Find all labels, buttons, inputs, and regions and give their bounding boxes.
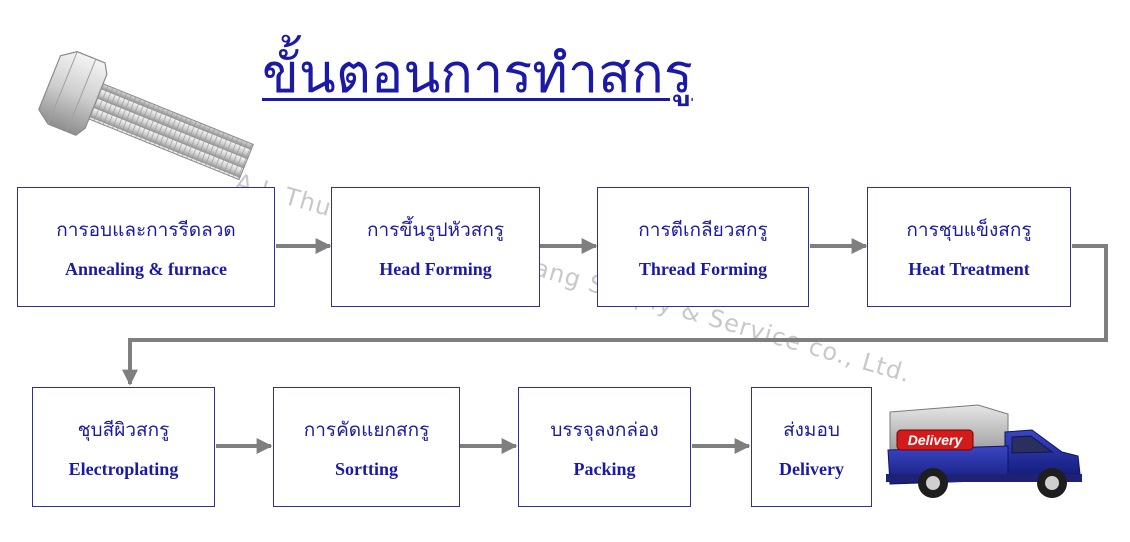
step-annealing: การอบและการรีดลวด Annealing & furnace <box>17 187 275 307</box>
step-thai-label: การอบและการรีดลวด <box>56 218 236 241</box>
arrow-4-5 <box>122 244 1108 386</box>
step-english-label: Delivery <box>779 458 844 479</box>
step-english-label: Head Forming <box>379 258 492 279</box>
step-english-label: Electroplating <box>68 458 179 479</box>
step-head-forming: การขึ้นรูปหัวสกรู Head Forming <box>331 187 540 307</box>
page-title: ขั้นตอนการทำสกรู <box>262 42 693 105</box>
step-thai-label: การคัดแยกสกรู <box>303 418 430 441</box>
step-packing: บรรจุลงกล่อง Packing <box>518 387 691 507</box>
step-thai-label: การชุบแข็งสกรู <box>906 218 1032 241</box>
step-english-label: Annealing & furnace <box>65 258 227 279</box>
truck-delivery-label: Delivery <box>908 432 964 448</box>
step-sorting: การคัดแยกสกรู Sortting <box>273 387 460 507</box>
step-thai-label: ส่งมอบ <box>783 418 840 441</box>
step-thai-label: การขึ้นรูปหัวสกรู <box>366 218 505 241</box>
step-electroplating: ชุบสีผิวสกรู Electroplating <box>32 387 215 507</box>
step-heat-treatment: การชุบแข็งสกรู Heat Treatment <box>867 187 1071 307</box>
step-english-label: Packing <box>573 458 636 479</box>
step-thread-forming: การตีเกลียวสกรู Thread Forming <box>597 187 809 307</box>
bolt-icon <box>38 51 254 180</box>
step-delivery: ส่งมอบ Delivery <box>751 387 872 507</box>
step-thai-label: การตีเกลียวสกรู <box>638 218 768 241</box>
step-english-label: Heat Treatment <box>908 258 1030 279</box>
step-thai-label: บรรจุลงกล่อง <box>550 418 659 441</box>
step-thai-label: ชุบสีผิวสกรู <box>77 418 170 441</box>
step-english-label: Thread Forming <box>638 258 768 279</box>
step-english-label: Sortting <box>335 458 398 479</box>
